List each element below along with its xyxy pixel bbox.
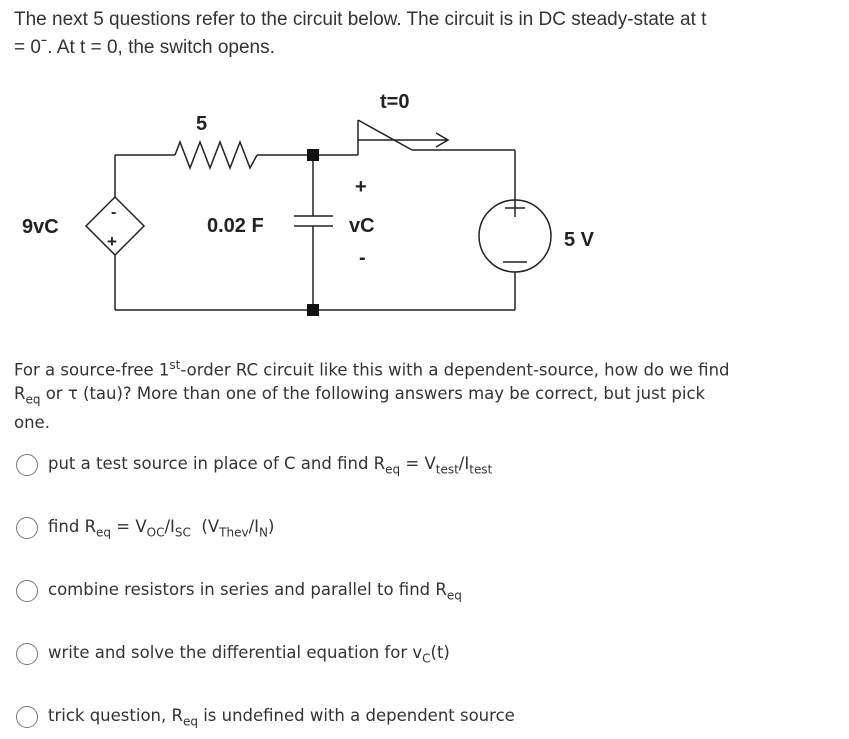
resistor-label: 5 (196, 113, 207, 135)
radio-button[interactable] (16, 643, 38, 665)
radio-button[interactable] (16, 517, 38, 539)
switch-label: t=0 (380, 91, 409, 113)
switch-blade (357, 119, 413, 151)
intro-line-2: = 0ˉ. At t = 0, the switch opens. (14, 37, 275, 58)
answer-option-2[interactable]: find Req = VOC/ISC (VThev/IN) (16, 513, 274, 543)
resistor-symbol (174, 139, 258, 171)
radio-button[interactable] (16, 454, 38, 476)
answer-option-1-label: put a test source in place of C and find… (48, 453, 493, 477)
vc-plus-label: + (355, 176, 367, 198)
answer-option-2-label: find Req = VOC/ISC (VThev/IN) (48, 516, 275, 540)
circuit-diagram: 5 t=0 0.02 F + vC - 9vC - + 5 V (22, 91, 595, 316)
question-intro: The next 5 questions refer to the circui… (14, 6, 834, 62)
answer-option-5[interactable]: trick question, Req is undefined with a … (16, 702, 515, 732)
vc-label: vC (349, 215, 375, 237)
radio-button[interactable] (16, 580, 38, 602)
voltage-source-label: 5 V (564, 229, 595, 251)
answer-option-5-label: trick question, Req is undefined with a … (48, 705, 515, 729)
question-line-1: For a source-free 1st-order RC circuit l… (14, 358, 730, 380)
answer-option-1[interactable]: put a test source in place of C and find… (16, 450, 492, 480)
dep-minus-label: - (111, 204, 116, 221)
dependent-source-label: 9vC (22, 216, 59, 238)
dep-plus-label: + (107, 232, 117, 251)
answer-option-3-label: combine resistors in series and parallel… (48, 579, 462, 603)
intro-line-1: The next 5 questions refer to the circui… (14, 9, 707, 30)
dependent-source-symbol (84, 195, 146, 257)
answer-option-4-label: write and solve the differential equatio… (48, 642, 450, 666)
question-line-3: one. (14, 412, 50, 432)
capacitor-label: 0.02 F (207, 215, 264, 237)
top-node (307, 149, 319, 161)
vc-minus-label: - (359, 247, 366, 269)
answer-option-4[interactable]: write and solve the differential equatio… (16, 639, 450, 669)
bottom-node (307, 304, 319, 316)
question-line-2: Req or τ (tau)? More than one of the fol… (14, 383, 706, 406)
question-text: For a source-free 1st-order RC circuit l… (14, 354, 834, 434)
radio-button[interactable] (16, 706, 38, 728)
answer-option-3[interactable]: combine resistors in series and parallel… (16, 576, 462, 606)
